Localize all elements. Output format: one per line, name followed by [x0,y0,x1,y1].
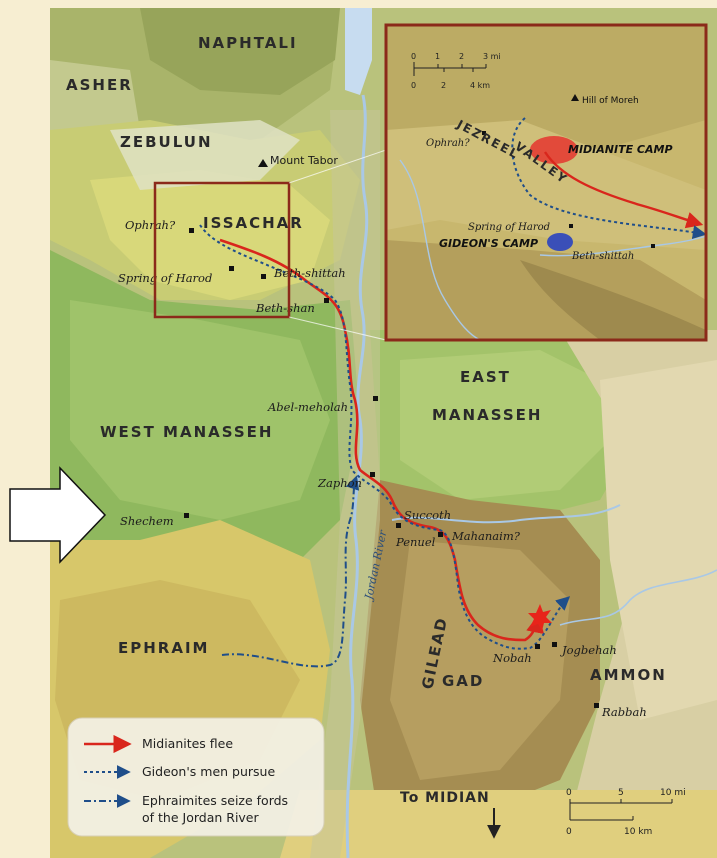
region-ephraim: EPHRAIM [118,639,209,657]
inset-label-hill-of-moreh: Hill of Moreh [582,96,639,106]
legend-item-fords: Ephraimites seize fords [142,793,288,808]
jabbok-river [391,504,621,524]
label-spring-of-harod: Spring of Harod [118,271,212,285]
svg-text:2: 2 [459,52,464,61]
label-penuel: Penuel [395,535,436,549]
label-mahanaim: Mahanaim? [451,529,521,543]
legend-item-pursue: Gideon's men pursue [142,764,275,779]
region-west-manasseh: WEST MANASSEH [100,423,273,441]
inset-route-pursue [511,117,707,240]
legend-item-flee: Midianites flee [142,736,233,751]
svg-text:5: 5 [618,788,624,798]
svg-text:0: 0 [566,788,572,798]
label-to-midian: To MIDIAN [400,790,490,806]
pointer-arrow-icon [9,466,107,564]
region-zebulun: ZEBULUN [120,133,213,151]
main-scale-bar: 0 5 10 mi 0 10 km [566,788,686,837]
label-rabbah: Rabbah [601,705,647,719]
routes [199,224,571,668]
route-midianites-flee [219,238,545,642]
label-ophrah: Ophrah? [125,218,176,232]
inset-map: Hill of Moreh Ophrah? JEZREEL VALLEY MID… [384,23,708,342]
svg-text:4 km: 4 km [470,81,490,90]
svg-text:10 mi: 10 mi [660,788,686,798]
gideons-camp-marker [547,233,573,251]
svg-text:10 km: 10 km [624,827,652,837]
midianite-camp-marker [530,136,578,164]
label-nobah: Nobah [492,651,532,665]
route-ephraimites-seize-fords [221,475,360,668]
inset-label-gideons-camp: GIDEON'S CAMP [439,237,538,250]
label-succoth: Succoth [404,508,451,522]
region-ammon: AMMON [590,666,667,684]
svg-text:0: 0 [566,827,572,837]
battle-star-icon [528,604,552,631]
svg-text:1: 1 [435,52,440,61]
svg-text:0: 0 [411,52,416,61]
region-manasseh: MANASSEH [432,406,542,424]
label-mount-tabor: Mount Tabor [270,154,338,167]
region-asher: ASHER [66,76,133,94]
inset-route-flee [543,151,704,229]
region-gad: GAD [442,672,484,690]
inset-label-midianite-camp: MIDIANITE CAMP [568,143,673,156]
inset-scale-bar: 0 1 2 3 mi 0 2 4 km [411,52,501,90]
label-zaphon: Zaphon [317,476,362,490]
eastern-wadi [559,569,717,626]
label-abel-meholah: Abel-meholah [267,400,348,414]
label-beth-shan: Beth-shan [255,301,315,315]
svg-text:2: 2 [441,81,446,90]
inset-source-box [153,181,291,319]
legend: Midianites flee Gideon's men pursue Ephr… [67,717,325,837]
label-jogbehah: Jogbehah [560,643,617,657]
svg-text:3 mi: 3 mi [483,52,501,61]
inset-label-spring-of-harod: Spring of Harod [468,222,550,233]
region-issachar: ISSACHAR [203,214,304,232]
route-gideon-pursue [199,224,571,650]
jordan-river [345,94,369,858]
region-east: EAST [460,368,511,386]
inset-label-beth-shittah: Beth-shittah [571,251,634,262]
inset-label-ophrah: Ophrah? [426,138,470,149]
place-markers [184,159,599,708]
label-beth-shittah: Beth-shittah [273,266,346,280]
label-shechem: Shechem [120,514,174,528]
svg-text:0: 0 [411,81,416,90]
mount-tabor-icon [258,159,268,167]
legend-item-fords-line2: of the Jordan River [142,810,259,825]
region-naphtali: NAPHTALI [198,34,298,52]
